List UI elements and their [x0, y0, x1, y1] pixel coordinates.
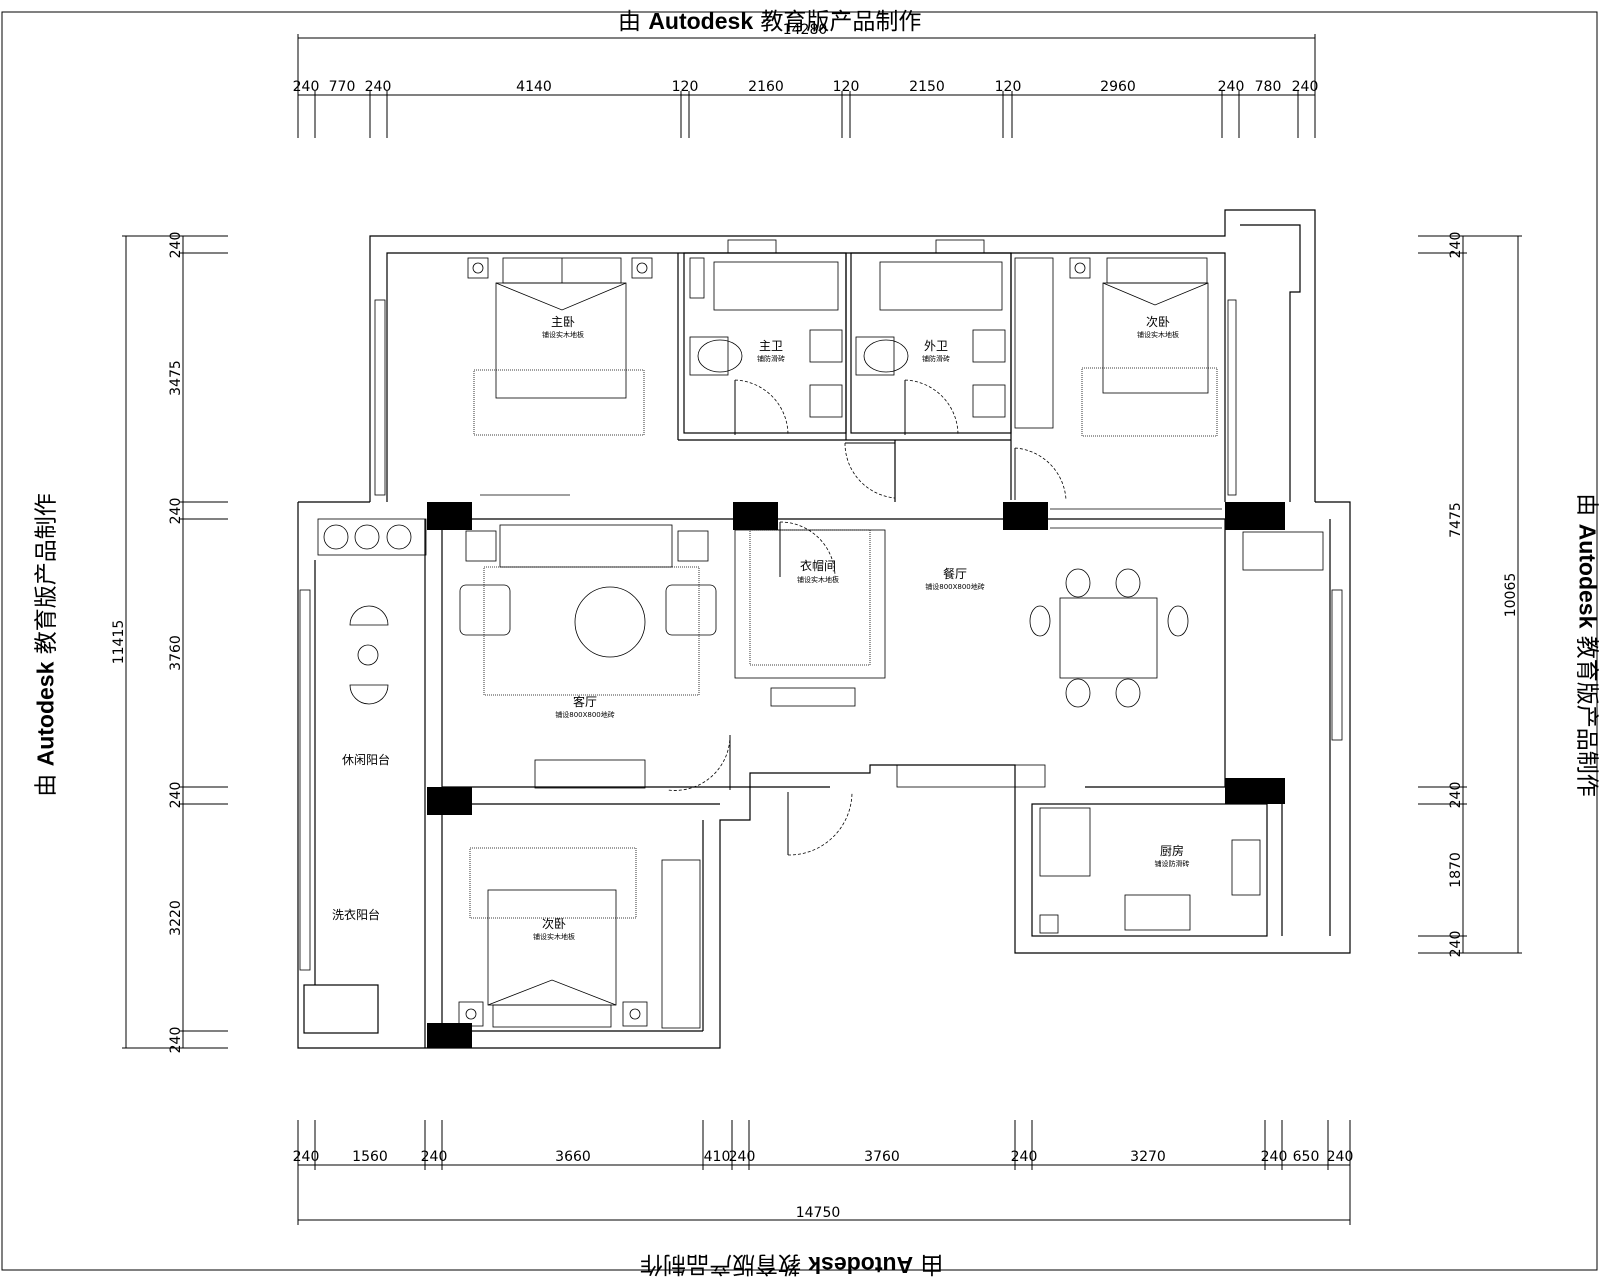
- dim-bottom-3: 240: [421, 1149, 448, 1165]
- dim-bottom-7: 3760: [864, 1149, 900, 1165]
- dim-bottom-1: 240: [293, 1149, 320, 1165]
- label-dining: 餐厅: [943, 566, 967, 581]
- dim-bottom-11: 650: [1293, 1149, 1320, 1165]
- dim-right-4: 240: [1448, 931, 1464, 958]
- note-guest-bath: 铺防滑砖: [922, 354, 950, 363]
- dim-bottom-2: 1560: [352, 1149, 388, 1165]
- dim-bottom-10: 240: [1261, 1149, 1288, 1165]
- dim-top-6: 2160: [748, 79, 784, 95]
- note-bedroom-sw: 铺设实木地板: [533, 932, 575, 941]
- dim-bottom-4: 3660: [555, 1149, 591, 1165]
- note-master-bath: 铺防滑砖: [757, 354, 785, 363]
- dim-bottom-9: 3270: [1130, 1149, 1166, 1165]
- dim-left-3: 240: [168, 498, 184, 525]
- dim-left-6: 3220: [168, 900, 184, 936]
- note-master-bedroom: 铺设实木地板: [542, 330, 584, 339]
- dim-top-9: 120: [995, 79, 1022, 95]
- door-swings: [667, 379, 1067, 856]
- dim-top-total: 14280: [783, 22, 828, 38]
- drawing-frame: [1, 11, 1598, 1271]
- dim-bottom-5: 410: [704, 1149, 731, 1165]
- dim-right-2: 240: [1448, 782, 1464, 809]
- dim-bottom-total: 14750: [796, 1205, 841, 1221]
- walls: [297, 209, 1351, 1049]
- watermark-top: 由 Autodesk 教育版产品制作: [618, 8, 922, 35]
- dim-left-2: 3475: [168, 360, 184, 396]
- dim-top-3: 240: [365, 79, 392, 95]
- note-closet: 铺设实木地板: [797, 575, 839, 584]
- dim-bottom-6: 240: [729, 1149, 756, 1165]
- master-bed: [467, 257, 653, 436]
- label-kitchen: 厨房: [1160, 843, 1184, 858]
- dim-right-total: 10065: [1503, 573, 1519, 618]
- dim-top-8: 2150: [909, 79, 945, 95]
- dim-right-1: 240: [1448, 232, 1464, 259]
- dim-top-13: 240: [1292, 79, 1319, 95]
- note-living: 铺设800X800地砖: [555, 710, 615, 719]
- dim-top-1: 240: [293, 79, 320, 95]
- label-master-bedroom: 主卧: [551, 315, 575, 329]
- dim-top-11: 240: [1218, 79, 1245, 95]
- dim-left-7: 240: [168, 1027, 184, 1054]
- room-labels: 主卧 铺设实木地板 主卫 铺防滑砖 外卫 铺防滑砖 次卧 铺设实木地板 衣帽间 …: [332, 315, 1190, 941]
- kitchen-furniture: [1039, 531, 1324, 934]
- dim-bottom-12: 240: [1327, 1149, 1354, 1165]
- label-bedroom-sw: 次卧: [542, 917, 566, 931]
- label-guest-bath: 外卫: [924, 339, 948, 353]
- dim-top-5: 120: [672, 79, 699, 95]
- dimension-labels: 14280 240 770 240 4140 120 2160 120 2150…: [111, 22, 1519, 1221]
- dim-left-total: 11415: [111, 620, 127, 665]
- label-bedroom-ne: 次卧: [1146, 315, 1170, 329]
- note-bedroom-ne: 铺设实木地板: [1137, 330, 1179, 339]
- sw-bed: [458, 847, 701, 1029]
- closet-fixture: [734, 529, 886, 707]
- dim-top-2: 770: [329, 79, 356, 95]
- note-kitchen: 铺设防滑砖: [1155, 859, 1190, 868]
- dining-furniture: [896, 508, 1222, 788]
- door-leaves: [729, 380, 1016, 855]
- dim-left-5: 240: [168, 782, 184, 809]
- dim-left-1: 240: [168, 232, 184, 259]
- note-dining: 铺设800X800地砖: [925, 582, 985, 591]
- dim-top-4: 4140: [516, 79, 552, 95]
- dim-right-upper: 7475: [1448, 502, 1464, 538]
- dim-top-10: 2960: [1100, 79, 1136, 95]
- dim-top-7: 120: [833, 79, 860, 95]
- bath-fixtures: [689, 257, 1006, 418]
- label-laundry-balcony: 洗衣阳台: [332, 907, 380, 922]
- ne-bed: [1014, 257, 1218, 437]
- label-closet: 衣帽间: [800, 558, 836, 573]
- dim-right-3: 1870: [1448, 852, 1464, 888]
- label-master-bath: 主卫: [759, 339, 783, 353]
- dim-top-12: 780: [1255, 79, 1282, 95]
- label-leisure-balcony: 休闲阳台: [342, 752, 390, 767]
- living-furniture: [459, 494, 717, 789]
- balcony-furniture: [317, 518, 427, 705]
- structural-columns: [427, 502, 1285, 1048]
- dimension-lines: [122, 34, 1522, 1225]
- label-living: 客厅: [573, 694, 597, 709]
- dim-bottom-8: 240: [1011, 1149, 1038, 1165]
- windows: [299, 239, 1343, 971]
- dim-left-4: 3760: [168, 635, 184, 671]
